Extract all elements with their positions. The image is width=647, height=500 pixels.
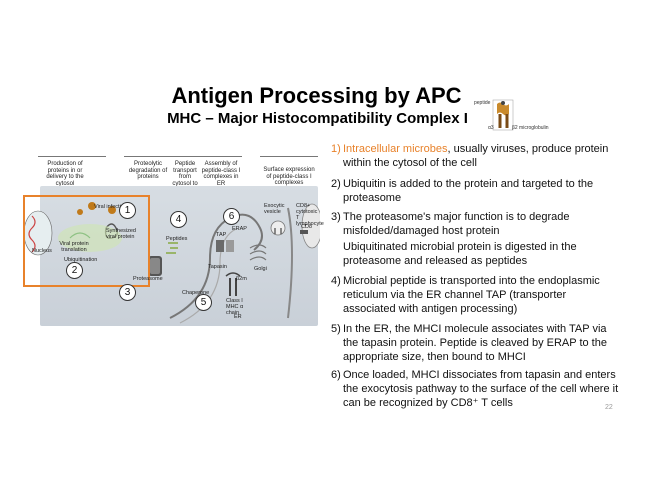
step-6-text: Once loaded, MHCI dissociates from tapas… xyxy=(343,369,619,409)
b2m-label: β2 microglobulin xyxy=(512,125,549,131)
step-4: 4) Microbial peptide is transported into… xyxy=(331,274,621,316)
step-5: 5) In the ER, the MHCI molecule associat… xyxy=(331,322,621,364)
antigen-processing-figure: Production of proteins in or delivery to… xyxy=(20,148,324,326)
label-cd8: CD8 xyxy=(301,224,313,230)
mhc-molecule-icon xyxy=(492,99,514,131)
label-viral-infection: Viral infection xyxy=(94,204,127,210)
label-class-i-mhc: Class I MHC α chain xyxy=(226,298,244,316)
mhc-molecule-diagram: peptide α3 β2 microglobulin xyxy=(474,96,564,136)
label-exocytic-vesicle: Exocytic vesicle xyxy=(264,203,285,215)
step-circle-4: 4 xyxy=(170,211,187,228)
label-er: ER xyxy=(234,314,242,320)
peptide-label: peptide xyxy=(474,100,491,106)
page-number: 22 xyxy=(605,404,613,411)
label-viral-translation: Viral protein translation xyxy=(59,241,89,253)
step-circle-1: 1 xyxy=(119,202,136,219)
alpha3-label: α3 xyxy=(488,125,494,131)
step-circle-6: 6 xyxy=(223,208,240,225)
label-b2m: β2m xyxy=(236,276,247,282)
label-proteasome: Proteasome xyxy=(133,276,163,282)
label-tap: TAP xyxy=(216,232,227,238)
header-surface: Surface expression of peptide-class I co… xyxy=(263,167,315,186)
label-chaperone: Chaperone xyxy=(182,290,210,296)
slide-title: Antigen Processing by APC xyxy=(171,83,462,108)
label-erap: ERAP xyxy=(232,226,247,232)
label-cd8-t-cell: CD8+ cytotoxic T lymphocyte xyxy=(296,203,324,227)
label-ubiquitination: Ubiquitination xyxy=(64,257,98,263)
step-3-text: The proteasome's major function is to de… xyxy=(343,211,570,237)
step-1-text: , usually viruses, produce protein withi… xyxy=(343,143,609,169)
label-golgi: Golgi xyxy=(254,266,267,272)
step-3-continued: Ubiquitinated microbial protein is diges… xyxy=(331,240,621,268)
step-5-text: In the ER, the MHCI molecule associates … xyxy=(343,323,607,363)
label-tapasin: Tapasin xyxy=(208,264,227,270)
header-proteolytic: Proteolytic degradation of proteins xyxy=(128,161,168,180)
step1-highlight-box xyxy=(23,195,150,287)
step-2-text: Ubiquitin is added to the protein and ta… xyxy=(343,178,594,204)
step-3b-text: Ubiquitinated microbial protein is diges… xyxy=(343,241,577,267)
step-circle-2: 2 xyxy=(66,262,83,279)
step-6: 6) Once loaded, MHCI dissociates from ta… xyxy=(331,368,621,410)
header-assembly: Assembly of peptide-class I complexes in… xyxy=(201,161,241,187)
header-production: Production of proteins in or delivery to… xyxy=(46,161,84,187)
step-circle-3: 3 xyxy=(119,284,136,301)
label-synthesized-protein: Synthesized viral protein xyxy=(106,228,136,240)
step-1-highlight: Intracellular microbes xyxy=(343,143,448,155)
slide-subtitle: MHC – Major Histocompatibility Complex I xyxy=(167,110,468,127)
step-3: 3) The proteasome's major function is to… xyxy=(331,210,621,238)
label-peptides: Peptides xyxy=(166,236,188,242)
step-1: 1) Intracellular microbes, usually virus… xyxy=(331,143,609,169)
cell-background xyxy=(40,186,318,326)
step-2: 2) Ubiquitin is added to the protein and… xyxy=(331,177,621,205)
pathway-illustration xyxy=(23,202,320,324)
step-circle-5: 5 xyxy=(195,294,212,311)
step-4-text: Microbial peptide is transported into th… xyxy=(343,275,600,315)
label-nucleus: Nucleus xyxy=(32,248,52,254)
